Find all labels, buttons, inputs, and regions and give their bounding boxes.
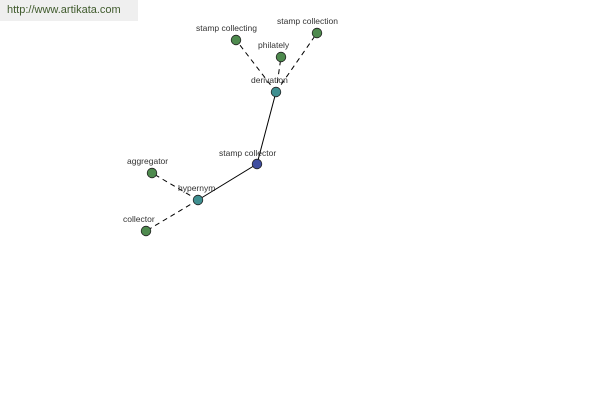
node-stamp-collecting[interactable]: stamp collecting [196, 23, 257, 46]
node-derivation[interactable]: derivation [251, 75, 288, 98]
edge-hypernym-to-collector [145, 199, 199, 232]
node-hypernym[interactable]: hypernym [178, 183, 215, 206]
node-stamp-collector[interactable]: stamp collector [219, 148, 276, 170]
node-circle-aggregator[interactable] [146, 167, 158, 179]
node-circle-stamp-collecting[interactable] [230, 34, 242, 46]
node-circle-stamp-collector[interactable] [251, 158, 263, 170]
edge-derivation-to-philately [275, 56, 282, 93]
edges-layer [145, 32, 318, 232]
nodes-layer: stamp collector derivation hypernym stamp c… [123, 16, 338, 237]
node-stamp-collection[interactable]: stamp collection [277, 16, 338, 39]
node-collector[interactable]: collector [123, 214, 155, 237]
edge-derivation-to-stamp-collection [275, 32, 318, 93]
node-aggregator[interactable]: aggregator [127, 156, 168, 179]
node-label-hypernym: hypernym [178, 183, 215, 193]
node-label-collector: collector [123, 214, 155, 224]
node-label-stamp-collecting: stamp collecting [196, 23, 257, 33]
watermark-url: http://www.artikata.com [0, 0, 138, 21]
node-circle-collector[interactable] [140, 225, 152, 237]
node-label-stamp-collection: stamp collection [277, 16, 338, 26]
node-label-philately: philately [258, 40, 290, 50]
node-circle-stamp-collection[interactable] [311, 27, 323, 39]
node-label-derivation: derivation [251, 75, 288, 85]
node-circle-philately[interactable] [275, 51, 287, 63]
edge-derivation-to-stamp-collecting [235, 39, 277, 93]
node-circle-hypernym[interactable] [192, 194, 204, 206]
edge-stamp-collector-to-derivation [256, 91, 277, 165]
node-label-stamp-collector: stamp collector [219, 148, 276, 158]
edge-stamp-collector-to-hypernym [197, 163, 258, 201]
node-label-aggregator: aggregator [127, 156, 168, 166]
node-circle-derivation[interactable] [270, 86, 282, 98]
node-philately[interactable]: philately [258, 40, 290, 63]
